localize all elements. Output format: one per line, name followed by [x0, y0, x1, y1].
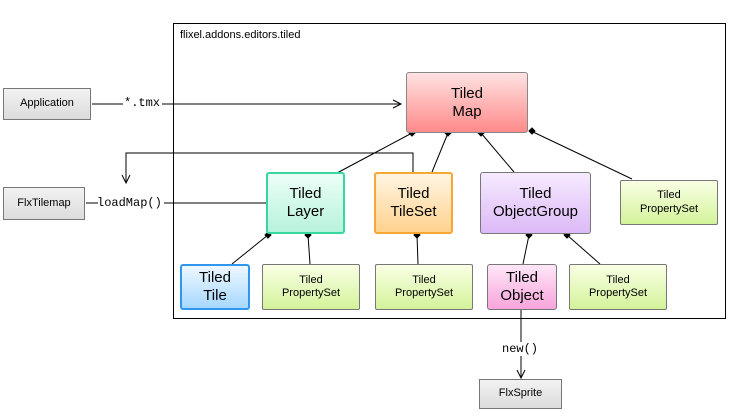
node-tiled-propertyset-objectgroup[interactable]: Tiled PropertySet — [569, 264, 667, 310]
node-tiled-object-label: Tiled Object — [500, 269, 544, 304]
node-tiled-map-label: Tiled Map — [451, 84, 483, 120]
node-tiled-propertyset-tileset[interactable]: Tiled PropertySet — [375, 264, 473, 310]
arrowhead-tilemap — [121, 174, 131, 185]
diamond-map-propertyset — [528, 127, 536, 135]
edge-objectgroup-propertyset — [566, 234, 601, 265]
edge-map-layer — [336, 132, 413, 174]
package-label: flixel.addons.editors.tiled — [180, 29, 301, 41]
edge-map-tileset — [431, 132, 449, 173]
node-flxsprite-label: FlxSprite — [498, 387, 543, 400]
node-tiled-propertyset-map-label: Tiled PropertySet — [639, 189, 699, 215]
node-tiled-propertyset-layer-label: Tiled PropertySet — [281, 273, 341, 299]
node-tiled-tileset[interactable]: Tiled TileSet — [374, 172, 453, 234]
node-tiled-objectgroup-label: Tiled ObjectGroup — [492, 185, 579, 220]
node-tiled-tile[interactable]: Tiled Tile — [180, 264, 250, 310]
edge-tileset-to-tilemap-route — [125, 152, 414, 182]
node-tiled-objectgroup[interactable]: Tiled ObjectGroup — [480, 172, 591, 234]
node-tiled-propertyset-map[interactable]: Tiled PropertySet — [620, 180, 718, 225]
node-tiled-propertyset-objectgroup-label: Tiled PropertySet — [588, 273, 648, 299]
node-tiled-object[interactable]: Tiled Object — [487, 264, 557, 310]
node-application[interactable]: Application — [3, 88, 91, 120]
node-tiled-propertyset-layer[interactable]: Tiled PropertySet — [262, 264, 360, 310]
node-tiled-tileset-label: Tiled TileSet — [390, 185, 437, 220]
package-frame: flixel.addons.editors.tiled — [173, 23, 726, 319]
arrowhead-map — [392, 99, 403, 109]
edge-label-loadmap: loadMap() — [97, 196, 162, 210]
edge-label-new: new() — [502, 342, 539, 356]
node-flxtilemap[interactable]: FlxTilemap — [3, 187, 85, 220]
edge-label-tmx: *.tmx — [124, 96, 161, 110]
node-tiled-layer[interactable]: Tiled Layer — [266, 172, 345, 234]
node-flxsprite[interactable]: FlxSprite — [479, 379, 562, 409]
edge-layer-propertyset — [307, 234, 311, 265]
edge-layer-tile — [231, 234, 269, 265]
node-application-label: Application — [20, 97, 74, 110]
node-tiled-propertyset-tileset-label: Tiled PropertySet — [394, 273, 454, 299]
node-tiled-tile-label: Tiled Tile — [199, 269, 231, 304]
edge-map-propertyset — [530, 130, 633, 180]
node-tiled-layer-label: Tiled Layer — [286, 185, 325, 220]
edge-tileset-propertyset — [416, 234, 419, 265]
arrowhead-sprite — [516, 369, 526, 380]
node-tiled-map[interactable]: Tiled Map — [406, 72, 528, 133]
edge-objectgroup-object — [522, 234, 530, 265]
edge-map-objectgroup — [480, 132, 515, 173]
node-flxtilemap-label: FlxTilemap — [17, 196, 71, 209]
